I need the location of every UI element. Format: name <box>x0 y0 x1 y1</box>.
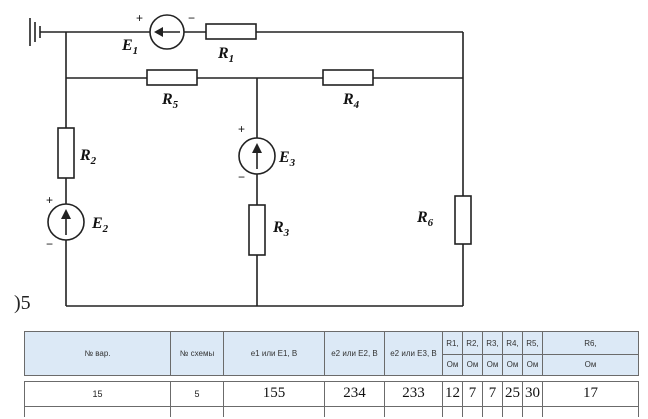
label-e2: E2 <box>91 215 109 235</box>
unit-r5: Ом <box>522 354 543 376</box>
cell-r5: 30 <box>522 380 543 407</box>
resistor-r2 <box>57 127 75 179</box>
resistor-r4 <box>322 69 374 86</box>
header-scheme: № схемы <box>170 331 224 376</box>
unit-r6: Ом <box>542 354 639 376</box>
unit-r1: Ом <box>442 354 463 376</box>
cell-r6: 17 <box>542 380 639 407</box>
plus-sign-e2: + <box>46 193 53 207</box>
plus-sign-e3: + <box>238 122 245 136</box>
table-next-row <box>24 405 639 417</box>
variant-table: № вар. № схемы e1 или E1, B e2 или E2, B… <box>24 330 639 417</box>
unit-r3: Ом <box>482 354 503 376</box>
resistor-r1 <box>205 23 257 40</box>
label-r2: R2 <box>79 147 97 167</box>
cell-r3: 7 <box>482 380 503 407</box>
cell-r4: 25 <box>502 380 523 407</box>
minus-sign-e1: − <box>188 11 195 25</box>
table-unit-row: Ом Ом Ом Ом Ом Ом <box>25 354 639 376</box>
label-e1: E1 <box>121 37 138 57</box>
header-e3: e2 или E3, B <box>384 331 443 376</box>
header-r2: R2, <box>462 330 483 356</box>
header-r6: R6, <box>542 330 639 356</box>
minus-sign-e2: − <box>46 237 53 251</box>
resistor-r5 <box>146 69 198 86</box>
unit-r4: Ом <box>502 354 523 376</box>
cell-r1: 12 <box>442 380 463 407</box>
cell-r2: 7 <box>462 380 483 407</box>
label-r6: R6 <box>416 209 434 229</box>
header-e1: e1 или E1, B <box>223 331 325 376</box>
circuit-wires <box>65 31 464 307</box>
label-e3: E3 <box>278 149 296 169</box>
header-r5: R5, <box>522 330 543 356</box>
header-r1: R1, <box>442 330 463 356</box>
ground-symbol <box>29 18 66 46</box>
cell-scheme: 5 <box>170 380 224 407</box>
page-number: )5 <box>14 292 31 314</box>
resistor-r6 <box>454 195 472 245</box>
voltage-source-e1 <box>149 14 185 50</box>
minus-sign-e3: − <box>238 170 245 184</box>
table-header-row: № вар. № схемы e1 или E1, B e2 или E2, B… <box>24 330 639 376</box>
voltage-source-e3 <box>238 137 276 175</box>
cell-e3: 233 <box>384 380 443 407</box>
plus-sign-e1: + <box>136 11 143 25</box>
label-r4: R4 <box>342 91 360 111</box>
voltage-source-e2 <box>47 203 85 241</box>
circuit-diagram: + − + − + − E1 R1 R5 R4 R2 E3 E2 R3 R6 <box>29 11 472 307</box>
label-r1: R1 <box>217 45 234 65</box>
label-r3: R3 <box>272 219 290 239</box>
header-variant: № вар. <box>24 331 171 376</box>
cell-e1: 155 <box>223 380 325 407</box>
unit-r2: Ом <box>462 354 483 376</box>
header-r4: R4, <box>502 330 523 356</box>
label-r5: R5 <box>161 91 179 111</box>
resistor-r3 <box>248 204 266 256</box>
cell-variant: 15 <box>24 380 171 407</box>
cell-e2: 234 <box>324 380 385 407</box>
header-r3: R3, <box>482 330 503 356</box>
header-e2: e2 или E2, B <box>324 331 385 376</box>
table-row: 15 5 155 234 233 12 7 7 25 30 17 <box>24 380 639 407</box>
